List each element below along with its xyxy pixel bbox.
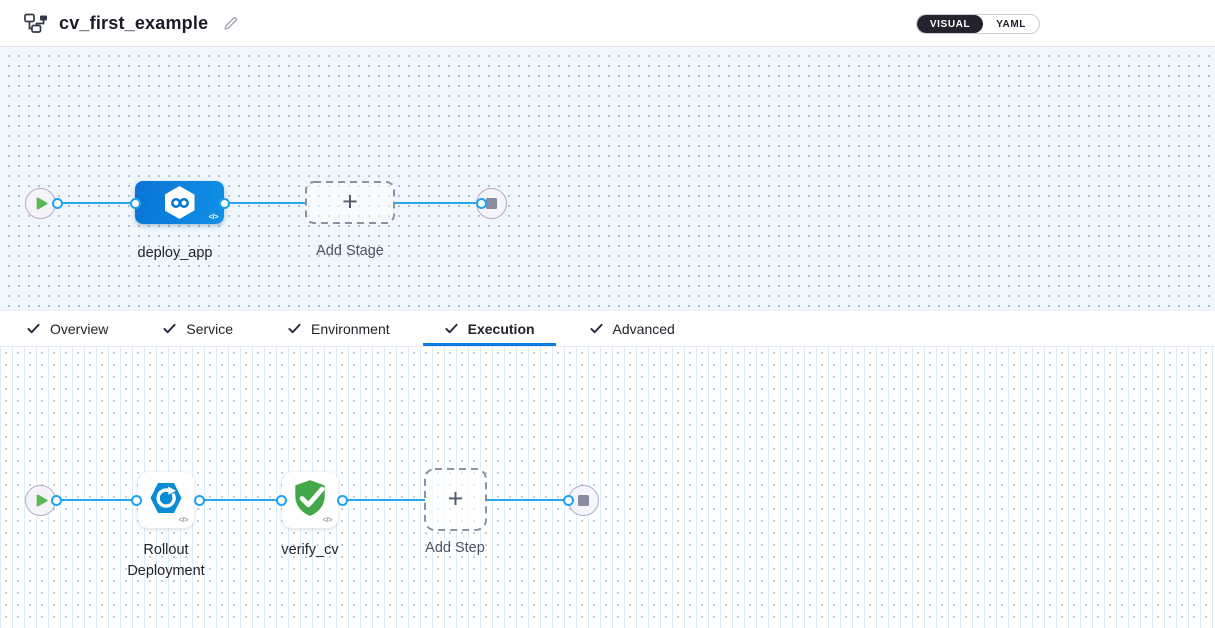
step-label: Rollout Deployment bbox=[127, 542, 205, 579]
play-icon bbox=[36, 197, 48, 210]
edge-connector bbox=[395, 202, 481, 204]
step-node-rollout-deployment[interactable]: </> bbox=[138, 472, 194, 528]
edge-connector bbox=[57, 202, 135, 204]
port-dot[interactable] bbox=[563, 495, 574, 506]
pipeline-graph-icon bbox=[24, 13, 48, 33]
view-toggle: VISUAL YAML bbox=[915, 14, 1040, 34]
check-icon bbox=[163, 323, 176, 334]
edge-connector bbox=[487, 499, 568, 501]
check-icon bbox=[445, 323, 458, 334]
port-dot[interactable] bbox=[51, 495, 62, 506]
visual-toggle-button[interactable]: VISUAL bbox=[916, 15, 984, 33]
stop-icon bbox=[486, 198, 497, 209]
config-tabs: Overview Service Environment Execution A… bbox=[0, 310, 1215, 347]
code-icon: </> bbox=[208, 212, 219, 221]
pipeline-start-node bbox=[25, 188, 56, 219]
tab-label: Execution bbox=[467, 320, 535, 337]
tab-environment[interactable]: Environment bbox=[266, 311, 411, 346]
stage-label: deploy_app bbox=[137, 245, 213, 261]
add-stage-label: Add Stage bbox=[316, 243, 384, 259]
tab-advanced[interactable]: Advanced bbox=[568, 311, 696, 346]
add-step-button[interactable]: + bbox=[424, 468, 487, 531]
tab-label: Environment bbox=[311, 320, 390, 337]
rollout-refresh-icon bbox=[148, 480, 184, 521]
stop-icon bbox=[578, 495, 589, 506]
shield-check-icon bbox=[289, 477, 331, 524]
port-dot[interactable] bbox=[219, 198, 230, 209]
edge-connector bbox=[224, 202, 305, 204]
plus-icon: + bbox=[342, 185, 358, 216]
yaml-toggle-button[interactable]: YAML bbox=[983, 15, 1039, 33]
execution-canvas[interactable]: </> </> + Rollout Deployment bbox=[0, 347, 1215, 628]
play-icon bbox=[36, 494, 48, 507]
port-dot[interactable] bbox=[52, 198, 63, 209]
tab-label: Service bbox=[186, 320, 234, 337]
add-stage-button[interactable]: + bbox=[305, 181, 395, 224]
port-dot[interactable] bbox=[130, 198, 141, 209]
tab-label: Overview bbox=[50, 320, 109, 337]
edit-pencil-icon[interactable] bbox=[222, 15, 239, 32]
edge-connector bbox=[56, 499, 136, 501]
add-step-label: Add Step bbox=[425, 540, 485, 556]
step-node-verify-cv[interactable]: </> bbox=[282, 472, 338, 528]
check-icon bbox=[589, 323, 603, 334]
port-dot[interactable] bbox=[131, 495, 142, 506]
code-icon: </> bbox=[322, 515, 333, 524]
step-label: verify_cv bbox=[281, 542, 339, 558]
check-icon bbox=[27, 323, 40, 334]
tab-overview[interactable]: Overview bbox=[5, 311, 129, 346]
tab-service[interactable]: Service bbox=[141, 311, 254, 346]
cd-hexagon-infinity-icon bbox=[164, 186, 195, 219]
port-dot[interactable] bbox=[337, 495, 348, 506]
stage-node-deploy-app[interactable]: </> bbox=[135, 181, 224, 224]
tab-execution[interactable]: Execution bbox=[422, 311, 556, 346]
plus-icon: + bbox=[447, 482, 464, 513]
port-dot[interactable] bbox=[194, 495, 205, 506]
stage-canvas[interactable]: </> + deploy_app Add Stage bbox=[0, 47, 1215, 310]
tab-label: Advanced bbox=[612, 320, 675, 337]
header: cv_first_example VISUAL YAML bbox=[0, 0, 1215, 47]
pipeline-title: cv_first_example bbox=[59, 12, 209, 33]
code-icon: </> bbox=[178, 515, 189, 524]
edge-connector bbox=[199, 499, 281, 501]
edge-connector bbox=[342, 499, 425, 501]
port-dot[interactable] bbox=[276, 495, 287, 506]
port-dot[interactable] bbox=[476, 198, 487, 209]
check-icon bbox=[288, 323, 301, 334]
